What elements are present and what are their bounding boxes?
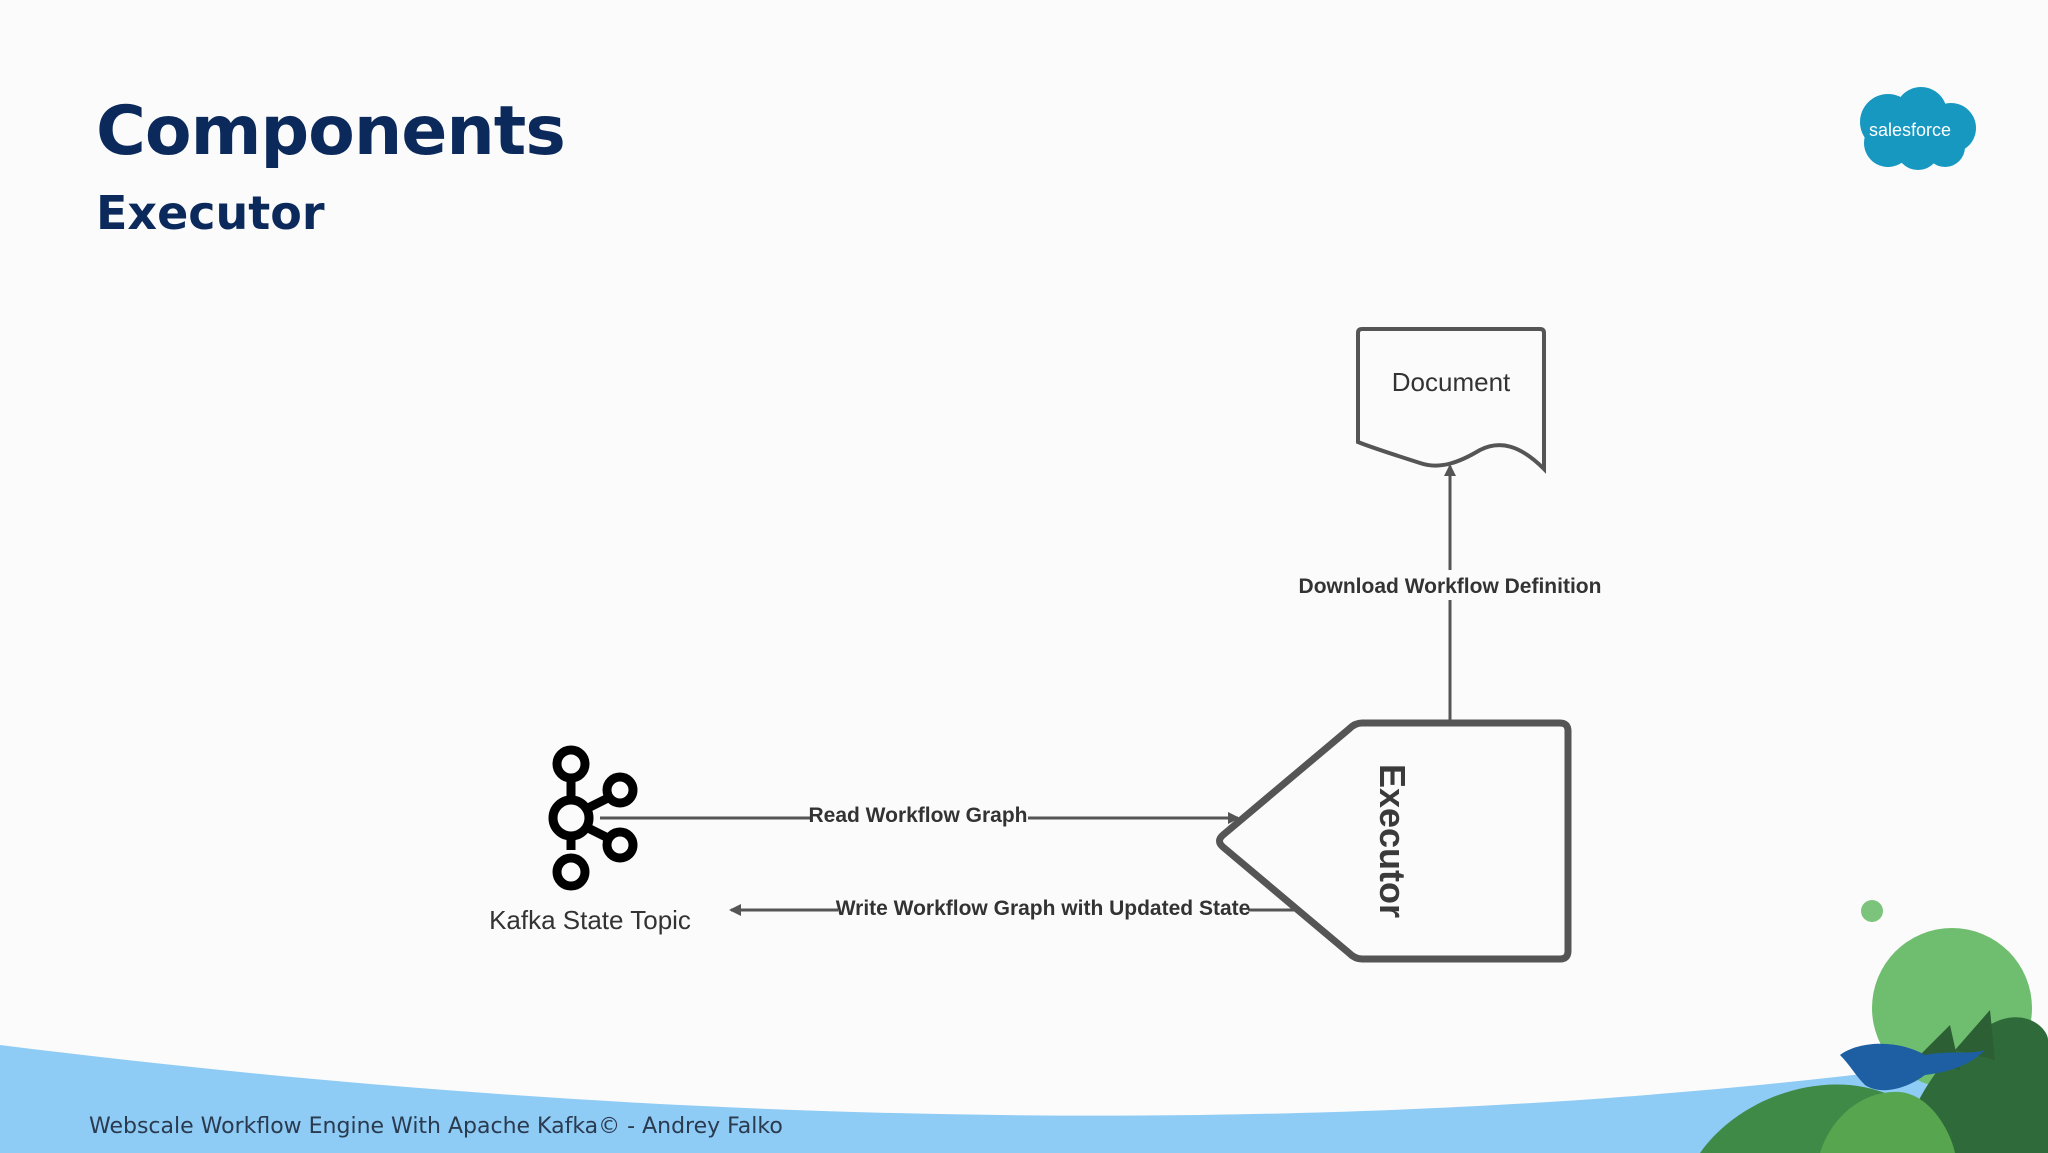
edge-write-label: Write Workflow Graph with Updated State xyxy=(836,897,1251,920)
executor-label: Executor xyxy=(1372,764,1413,918)
foliage-light xyxy=(1820,1091,1955,1153)
document-node xyxy=(1356,327,1546,474)
footer-text: Webscale Workflow Engine With Apache Kaf… xyxy=(89,1114,783,1139)
document-label: Document xyxy=(1392,367,1511,397)
edge-download-label-bg xyxy=(1298,570,1602,600)
bird-icon xyxy=(1840,1043,1985,1091)
leaf-peak-2 xyxy=(1955,1010,1995,1060)
kafka-icon xyxy=(548,745,638,891)
edge-read-label: Read Workflow Graph xyxy=(809,804,1028,827)
edge-write-label-bg xyxy=(838,894,1248,924)
edge-download-label: Download Workflow Definition xyxy=(1299,575,1602,598)
kafka-label: Kafka State Topic xyxy=(489,905,691,935)
small-green-dot xyxy=(1861,900,1883,922)
executor-node xyxy=(1216,719,1572,963)
sky-wave xyxy=(0,1045,2048,1153)
edge-read-label-bg xyxy=(810,801,1028,831)
slide-title: Components xyxy=(96,92,566,171)
slide-subtitle: Executor xyxy=(96,186,325,240)
